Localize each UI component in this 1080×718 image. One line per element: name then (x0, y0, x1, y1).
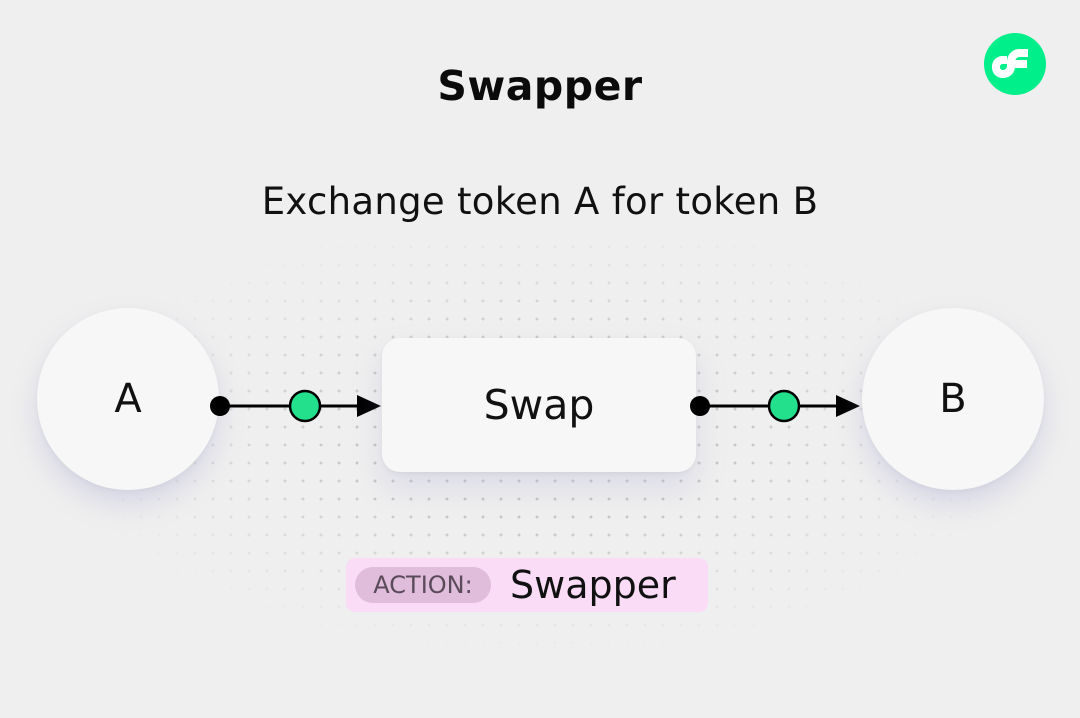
arrow-head-icon (357, 395, 381, 417)
connector-swap-to-b (690, 389, 860, 423)
connector-start-dot (210, 396, 230, 416)
action-tag: ACTION: Swapper (346, 558, 708, 612)
action-name: Swapper (510, 563, 676, 607)
connector-a-to-swap (210, 389, 381, 423)
token-a-label: A (114, 376, 142, 422)
flow-logo-icon (984, 33, 1046, 95)
connector-start-dot (690, 396, 710, 416)
connector-mid-dot (767, 389, 801, 423)
diagram-subtitle: Exchange token A for token B (261, 180, 819, 223)
swap-label: Swap (483, 381, 595, 429)
token-b-node: B (862, 308, 1044, 490)
diagram-title: Swapper (437, 62, 643, 110)
swap-process-node: Swap (382, 338, 696, 472)
token-b-label: B (939, 376, 967, 422)
arrow-head-icon (836, 395, 860, 417)
token-a-node: A (37, 308, 219, 490)
connector-mid-dot (288, 389, 322, 423)
action-pill: ACTION: (355, 567, 491, 603)
